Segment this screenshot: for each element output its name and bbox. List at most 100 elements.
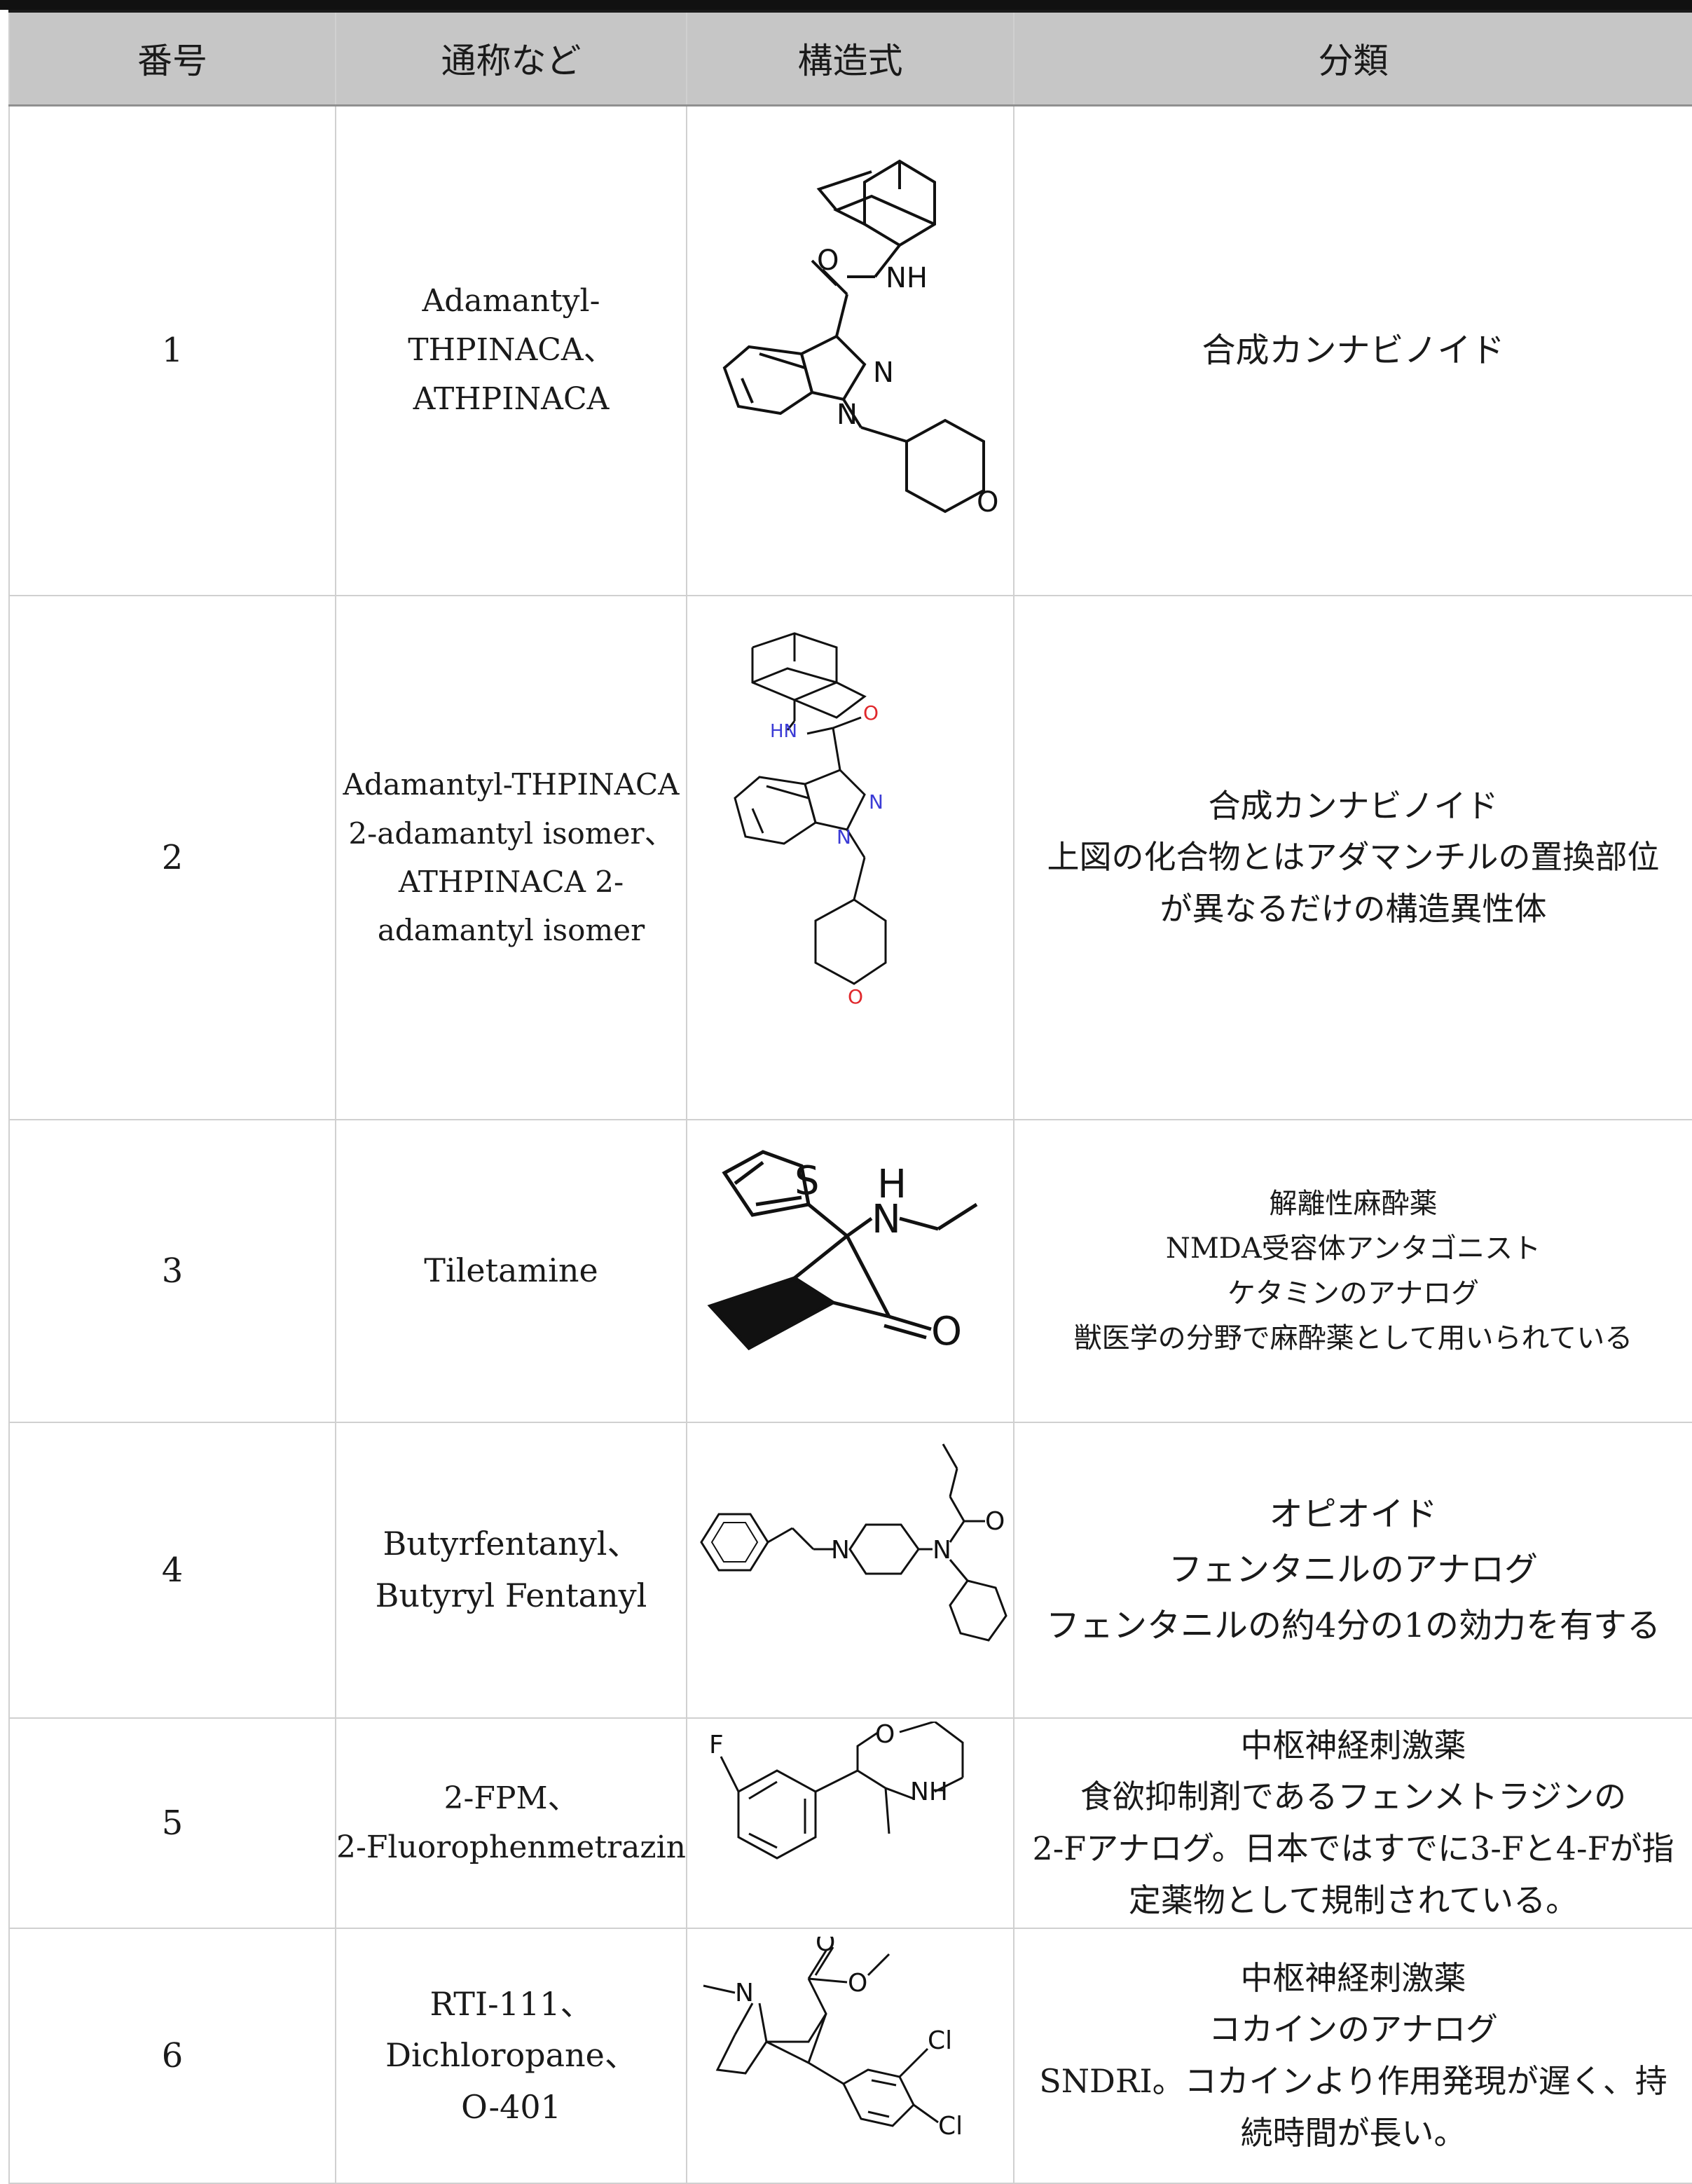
structure-butyrfentanyl: N N O xyxy=(700,1443,1007,1642)
atom-label: NH xyxy=(910,1778,948,1806)
class-line: が異なるだけの構造異性体 xyxy=(1160,889,1547,928)
name-line: O-401 xyxy=(461,2087,561,2126)
row-class: オピオイド フェンタニルのアナログ フェンタニルの約4分の1の効力を有する xyxy=(1013,1422,1692,1719)
atom-label: O xyxy=(817,245,839,277)
class-line: 解離性麻酔薬 xyxy=(1269,1188,1438,1220)
class-line: SNDRI。コカインより作用発現が遅く、持 xyxy=(1039,2062,1667,2100)
name-line: ATHPINACA 2- xyxy=(398,865,624,899)
name-line: Butyryl Fentanyl xyxy=(375,1577,647,1614)
atom-label: O xyxy=(875,1722,895,1749)
class-line: 獣医学の分野で麻酔薬として用いられている xyxy=(1073,1322,1633,1354)
class-line: フェンタニルの約4分の1の効力を有する xyxy=(1045,1605,1661,1645)
class-line: 続時間が長い。 xyxy=(1240,2113,1466,2152)
class-line: コカインのアナログ xyxy=(1208,2010,1499,2049)
row-number: 3 xyxy=(8,1119,336,1423)
table-row: 3 Tiletamine xyxy=(8,1119,1692,1423)
row-name: Adamantyl-THPINACA 2-adamantyl isomer、 A… xyxy=(335,595,687,1120)
row-structure: S H N O xyxy=(686,1119,1014,1423)
atom-label: O xyxy=(977,486,998,518)
row-number: 4 xyxy=(8,1422,336,1719)
table-row: 2 Adamantyl-THPINACA 2-adamantyl isomer、… xyxy=(8,595,1692,1120)
atom-label: O xyxy=(931,1309,962,1354)
atom-label: S xyxy=(795,1158,820,1204)
row-structure: HN O N N O xyxy=(686,595,1014,1120)
class-line: 中枢神経刺激薬 xyxy=(1240,1726,1466,1764)
table-row: 4 Butyrfentanyl、 Butyryl Fentanyl xyxy=(8,1422,1692,1719)
name-line: Adamantyl-THPINACA xyxy=(343,767,680,802)
header-class: 分類 xyxy=(1013,10,1692,107)
atom-label: N xyxy=(735,1979,754,2007)
row-structure: F O NH xyxy=(686,1717,1014,1929)
row-name: 2-FPM、 2-Fluorophenmetrazine xyxy=(335,1717,687,1929)
name-line: 2-adamantyl isomer、 xyxy=(348,816,674,851)
atom-label: N xyxy=(933,1536,951,1565)
atom-label: N xyxy=(837,399,858,431)
atom-label: N xyxy=(872,1197,901,1242)
name-line: THPINACA、 xyxy=(408,332,614,369)
atom-label: N xyxy=(831,1536,850,1565)
name-line: Adamantyl- xyxy=(422,282,600,319)
name-line: 2-Fluorophenmetrazine xyxy=(336,1829,687,1865)
row-name: RTI-111、 Dichloropane、 O-401 xyxy=(335,1928,687,2184)
header-row: 番号 通称など 構造式 分類 xyxy=(8,10,1692,107)
atom-label: H xyxy=(877,1162,907,1207)
row-class: 合成カンナビノイド xyxy=(1013,104,1692,596)
structure-rti-111: N O O Cl Cl xyxy=(703,1937,963,2141)
table-row: 1 Adamantyl- THPINACA、 ATHPINACA xyxy=(8,104,1692,596)
name-line: RTI-111、 xyxy=(429,1984,593,2023)
row-number: 5 xyxy=(8,1717,336,1929)
class-line: オピオイド xyxy=(1269,1495,1438,1534)
row-name: Tiletamine xyxy=(335,1119,687,1423)
row-structure: O NH N N O xyxy=(686,104,1014,596)
class-line: ケタミンのアナログ xyxy=(1227,1277,1480,1310)
structure-tiletamine: S H N O xyxy=(707,1150,977,1354)
name-line: adamantyl isomer xyxy=(377,913,645,948)
class-line: フェンタニルのアナログ xyxy=(1168,1550,1539,1590)
header-number: 番号 xyxy=(8,10,336,107)
row-structure: N O O Cl Cl xyxy=(686,1928,1014,2184)
atom-label: NH xyxy=(886,262,928,294)
name-line: Butyrfentanyl、 xyxy=(383,1525,640,1563)
row-name: Butyrfentanyl、 Butyryl Fentanyl xyxy=(335,1422,687,1719)
atom-label: Cl xyxy=(928,2026,952,2055)
atom-label: F xyxy=(709,1731,724,1759)
row-class: 中枢神経刺激薬 コカインのアナログ SNDRI。コカインより作用発現が遅く、持 … xyxy=(1013,1928,1692,2184)
atom-label: Cl xyxy=(938,2112,963,2141)
row-number: 6 xyxy=(8,1928,336,2184)
row-number: 2 xyxy=(8,595,336,1120)
class-line: 合成カンナビノイド xyxy=(1208,786,1499,825)
atom-label: N xyxy=(873,357,894,389)
row-class: 中枢神経刺激薬 食欲抑制剤であるフェンメトラジンの 2-Fアナログ。日本ではすで… xyxy=(1013,1717,1692,1929)
class-line: 中枢神経刺激薬 xyxy=(1240,1958,1466,1997)
class-line: 合成カンナビノイド xyxy=(1202,330,1505,370)
name-line: Tiletamine xyxy=(424,1251,598,1290)
row-class: 解離性麻酔薬 NMDA受容体アンタゴニスト ケタミンのアナログ 獣医学の分野で麻… xyxy=(1013,1119,1692,1423)
header-name: 通称など xyxy=(335,10,687,107)
atom-label: O xyxy=(848,1969,867,1998)
atom-label: O xyxy=(985,1507,1005,1536)
atom-label: N xyxy=(869,790,883,813)
name-line: Dichloropane、 xyxy=(385,2036,637,2075)
atom-label: O xyxy=(848,985,863,1008)
atom-label: O xyxy=(863,701,879,724)
row-class: 合成カンナビノイド 上図の化合物とはアダマンチルの置換部位 が異なるだけの構造異… xyxy=(1013,595,1692,1120)
class-line: 食欲抑制剤であるフェンメトラジンの xyxy=(1080,1778,1627,1816)
structure-2-fpm: F O NH xyxy=(709,1722,963,1860)
name-line: ATHPINACA xyxy=(413,381,610,418)
class-line: 定薬物として規制されている。 xyxy=(1128,1881,1578,1919)
atom-label: O xyxy=(816,1937,835,1957)
name-line: 2-FPM、 xyxy=(443,1780,579,1816)
atom-label: HN xyxy=(770,721,797,742)
designated-substances-table: 番号 通称など 構造式 分類 1 Adamantyl- THPINACA、 AT… xyxy=(8,10,1692,2184)
row-number: 1 xyxy=(8,104,336,596)
row-name: Adamantyl- THPINACA、 ATHPINACA xyxy=(335,104,687,596)
structure-atHPINACA-2-adamantyl: HN O N N O xyxy=(733,632,886,1008)
class-line: NMDA受容体アンタゴニスト xyxy=(1165,1232,1541,1265)
header-structure: 構造式 xyxy=(686,10,1014,107)
class-line: 上図の化合物とはアダマンチルの置換部位 xyxy=(1047,838,1660,877)
table-row: 6 RTI-111、 Dichloropane、 O-401 xyxy=(8,1928,1692,2184)
top-border xyxy=(0,0,1692,10)
class-line: 2-Fアナログ。日本ではすでに3-Fと4-Fが指 xyxy=(1032,1829,1674,1867)
atom-label: N xyxy=(837,825,851,849)
structure-atHPINACA: O NH N N O xyxy=(722,159,998,518)
